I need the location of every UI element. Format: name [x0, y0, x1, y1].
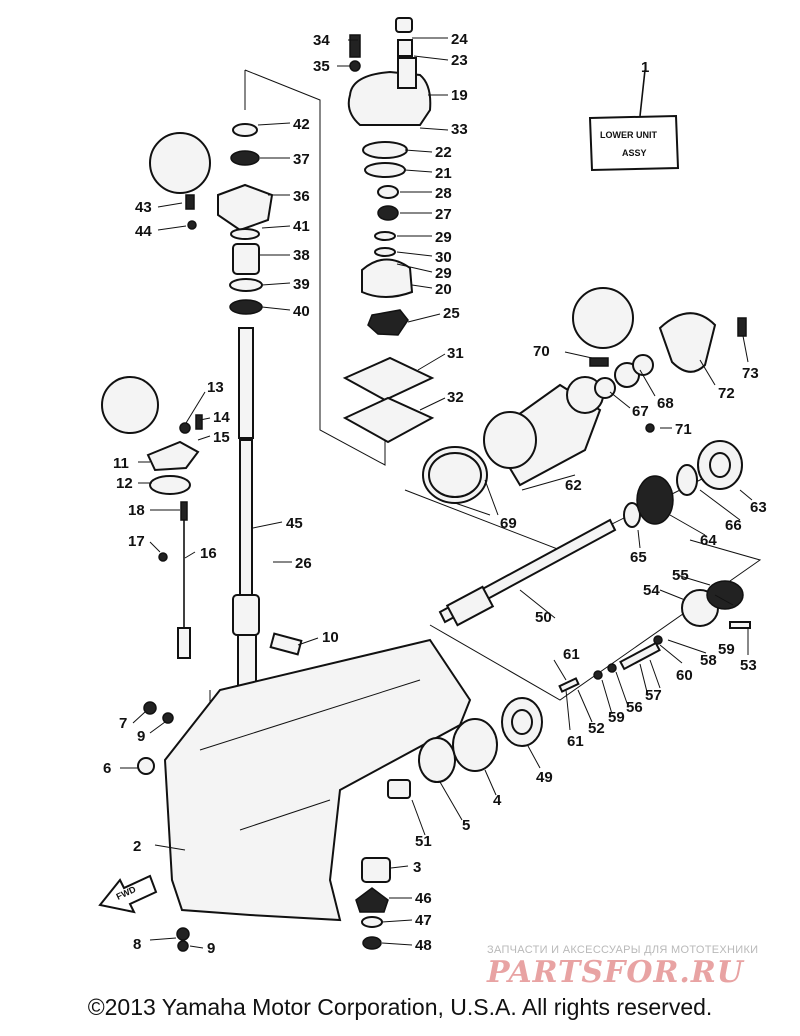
callout-32: 32 [447, 389, 464, 406]
callout-20: 20 [435, 281, 452, 298]
shift-plunger-group [558, 580, 751, 693]
callout-62: 62 [565, 477, 582, 494]
callout-13: 13 [207, 379, 224, 396]
callout-41: 41 [293, 218, 310, 235]
callout-61a: 61 [563, 646, 580, 663]
callout-4: 4 [493, 792, 502, 809]
box-label-line1: LOWER UNIT [600, 130, 657, 140]
callout-53: 53 [740, 657, 757, 674]
callout-36: 36 [293, 188, 310, 205]
callout-24: 24 [451, 31, 468, 48]
watermark-tagline: ЗАПЧАСТИ И АКСЕССУАРЫ ДЛЯ МОТОТЕХНИКИ [487, 944, 759, 956]
lower-unit-assy-box: LOWER UNIT ASSY [588, 69, 680, 172]
callout-33: 33 [451, 121, 468, 138]
propeller-shaft [438, 502, 641, 627]
callout-71: 71 [675, 421, 692, 438]
callout-17: 17 [128, 533, 145, 550]
callout-59a: 59 [608, 709, 625, 726]
reverse-gear-group [636, 440, 743, 525]
pinion-bearing-group [355, 779, 411, 950]
callout-72: 72 [718, 385, 735, 402]
callout-67: 67 [632, 403, 649, 420]
callout-25: 25 [443, 305, 460, 322]
callout-16: 16 [200, 545, 217, 562]
callout-49: 49 [536, 769, 553, 786]
watermark-logo: PARTSFOR.RU [487, 955, 744, 990]
copyright-notice: ©2013 Yamaha Motor Corporation, U.S.A. A… [87, 994, 713, 1020]
callout-21: 21 [435, 165, 452, 182]
callout-9b: 9 [207, 940, 215, 957]
forward-gear-group [418, 697, 543, 783]
callout-3: 3 [413, 859, 421, 876]
callout-63: 63 [750, 499, 767, 516]
callout-8: 8 [133, 936, 141, 953]
callout-70: 70 [533, 343, 550, 360]
box-label-line2: ASSY [622, 148, 647, 158]
callout-59b: 59 [718, 641, 735, 658]
callout-35: 35 [313, 58, 330, 75]
callout-46: 46 [415, 890, 432, 907]
callout-29b: 29 [435, 265, 452, 282]
leader-lines [120, 37, 753, 949]
callout-14: 14 [213, 409, 230, 426]
callout-11: 11 [113, 455, 129, 472]
callout-30: 30 [435, 249, 452, 266]
callout-42: 42 [293, 116, 310, 133]
callout-69: 69 [500, 515, 517, 532]
callout-60: 60 [676, 667, 693, 684]
callout-68: 68 [657, 395, 674, 412]
callout-64: 64 [700, 532, 717, 549]
callout-48: 48 [415, 937, 432, 954]
callout-61b: 61 [567, 733, 584, 750]
callout-55: 55 [672, 567, 689, 584]
callout-39: 39 [293, 276, 310, 293]
callout-23: 23 [451, 52, 468, 69]
callout-40: 40 [293, 303, 310, 320]
callout-12: 12 [116, 475, 133, 492]
callout-56: 56 [626, 699, 643, 716]
callout-26: 26 [295, 555, 312, 572]
propeller-shaft-housing [422, 287, 747, 504]
callout-5: 5 [462, 817, 470, 834]
callout-15: 15 [213, 429, 230, 446]
callout-27: 27 [435, 206, 452, 223]
callout-6: 6 [103, 760, 111, 777]
callout-66: 66 [725, 517, 742, 534]
callout-22: 22 [435, 144, 452, 161]
callout-73: 73 [742, 365, 759, 382]
water-pump-housing-group [342, 17, 435, 444]
callout-7: 7 [119, 715, 127, 732]
callout-54: 54 [643, 582, 660, 599]
callout-44: 44 [135, 223, 152, 240]
drive-shaft-group [185, 123, 274, 696]
fwd-arrow: FWD [98, 874, 158, 914]
callout-34: 34 [313, 32, 330, 49]
callout-labels: 1 2 3 4 5 6 7 8 9 9 10 11 12 13 14 15 16… [103, 31, 767, 957]
callout-65: 65 [630, 549, 647, 566]
callout-38: 38 [293, 247, 310, 264]
callout-1: 1 [641, 59, 649, 76]
callout-18: 18 [128, 502, 145, 519]
callout-57: 57 [645, 687, 662, 704]
callout-52: 52 [588, 720, 605, 737]
shift-rod-group [101, 132, 211, 659]
callout-19: 19 [451, 87, 468, 104]
callout-10: 10 [322, 629, 339, 646]
callout-2: 2 [133, 838, 141, 855]
callout-50: 50 [535, 609, 552, 626]
callout-43: 43 [135, 199, 152, 216]
callout-29a: 29 [435, 229, 452, 246]
callout-28: 28 [435, 185, 452, 202]
callout-31: 31 [447, 345, 464, 362]
callout-37: 37 [293, 151, 310, 168]
callout-45: 45 [286, 515, 303, 532]
callout-47: 47 [415, 912, 432, 929]
callout-9a: 9 [137, 728, 145, 745]
callout-58: 58 [700, 652, 717, 669]
callout-51: 51 [415, 833, 432, 850]
gearcase-housing [137, 632, 472, 952]
